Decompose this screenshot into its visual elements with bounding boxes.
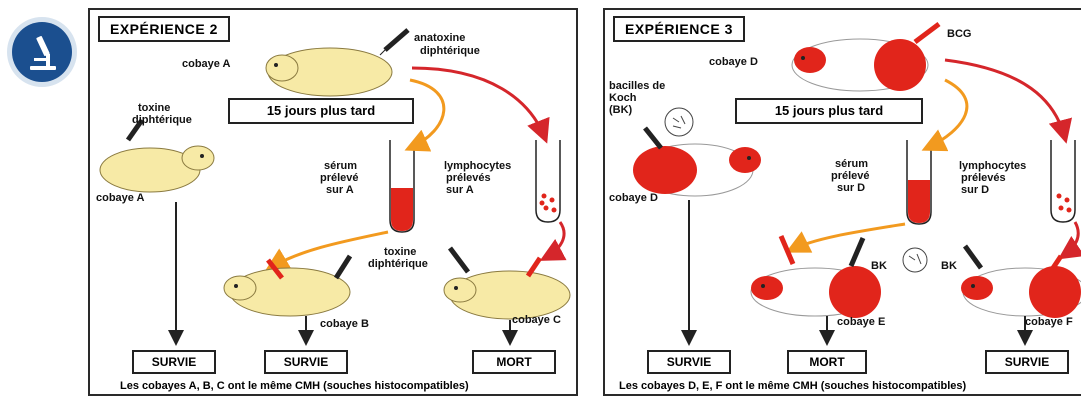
serum-d-label-1: sérum <box>835 158 868 170</box>
lymphocyte-tube <box>536 140 560 222</box>
lymphocyte-tube-d <box>1051 140 1075 222</box>
guinea-pig-f <box>961 266 1081 318</box>
syringe-f-bk <box>965 246 981 268</box>
bacilli-dish-icon-2 <box>903 248 927 272</box>
result-c: MORT <box>472 350 556 374</box>
toxin-left-label-2: diphtérique <box>132 114 192 126</box>
experience-3-artwork <box>605 10 1081 398</box>
experience-3-panel: EXPÉRIENCE 3 <box>603 8 1081 396</box>
delay-box: 15 jours plus tard <box>228 98 414 124</box>
serum-label-3: sur A <box>326 184 354 196</box>
serum-label-1: sérum <box>324 160 357 172</box>
lymph-label-3: sur A <box>446 184 474 196</box>
toxin-left-label-1: toxine <box>138 102 170 114</box>
guinea-pig-d-left <box>633 144 761 196</box>
result-e: MORT <box>787 350 867 374</box>
serum-tube-d <box>907 140 931 224</box>
bk-f-label: BK <box>941 260 957 272</box>
serum-tube <box>390 140 414 232</box>
bk-label-3: (BK) <box>609 104 632 116</box>
result-d: SURVIE <box>647 350 731 374</box>
experience-3-footer: Les cobayes D, E, F ont le même CMH (sou… <box>619 380 966 392</box>
guinea-pig-a-top <box>266 48 392 96</box>
syringe-c-toxin <box>450 248 468 272</box>
syringe-bk-left <box>645 128 661 148</box>
experience-2-panel: EXPÉRIENCE 2 <box>88 8 578 396</box>
guinea-c-label: cobaye C <box>512 314 561 326</box>
syringe-b-toxin <box>336 256 350 278</box>
bacilli-dish-icon <box>665 108 693 136</box>
serum-d-label-2: prélevé <box>831 170 870 182</box>
anatoxin-label-2: diphtérique <box>420 45 480 57</box>
guinea-pig-d-top <box>792 39 928 91</box>
syringe-top <box>380 30 408 55</box>
bk-label-2: Koch <box>609 92 637 104</box>
guinea-a-top-label: cobaye A <box>182 58 231 70</box>
guinea-d-left-label: cobaye D <box>609 192 658 204</box>
anatoxin-label-1: anatoxine <box>414 32 465 44</box>
syringe-e-bk <box>851 238 863 266</box>
lymph-d-label-1: lymphocytes <box>959 160 1026 172</box>
lymph-label-1: lymphocytes <box>444 160 511 172</box>
serum-label-2: prélevé <box>320 172 359 184</box>
guinea-e-label: cobaye E <box>837 316 885 328</box>
microscope-logo <box>4 14 80 90</box>
lymph-label-2: prélevés <box>446 172 491 184</box>
toxin-bottom-label-1: toxine <box>384 246 416 258</box>
syringe-bcg <box>915 24 939 42</box>
experience-2-artwork <box>90 10 580 398</box>
guinea-pig-a-left <box>100 146 214 192</box>
serum-d-label-3: sur D <box>837 182 865 194</box>
delay-box-d: 15 jours plus tard <box>735 98 923 124</box>
toxin-bottom-label-2: diphtérique <box>368 258 428 270</box>
experience-2-footer: Les cobayes A, B, C ont le même CMH (sou… <box>120 380 469 392</box>
lymph-d-label-3: sur D <box>961 184 989 196</box>
guinea-f-label: cobaye F <box>1025 316 1073 328</box>
guinea-pig-e <box>751 266 881 318</box>
bcg-label: BCG <box>947 28 971 40</box>
result-b: SURVIE <box>264 350 348 374</box>
result-f: SURVIE <box>985 350 1069 374</box>
bk-label-1: bacilles de <box>609 80 665 92</box>
guinea-d-top-label: cobaye D <box>709 56 758 68</box>
result-a: SURVIE <box>132 350 216 374</box>
guinea-pig-c <box>444 271 570 319</box>
lymph-d-label-2: prélevés <box>961 172 1006 184</box>
guinea-b-label: cobaye B <box>320 318 369 330</box>
bk-e-label: BK <box>871 260 887 272</box>
guinea-pig-b <box>224 268 350 316</box>
guinea-a-left-label: cobaye A <box>96 192 145 204</box>
